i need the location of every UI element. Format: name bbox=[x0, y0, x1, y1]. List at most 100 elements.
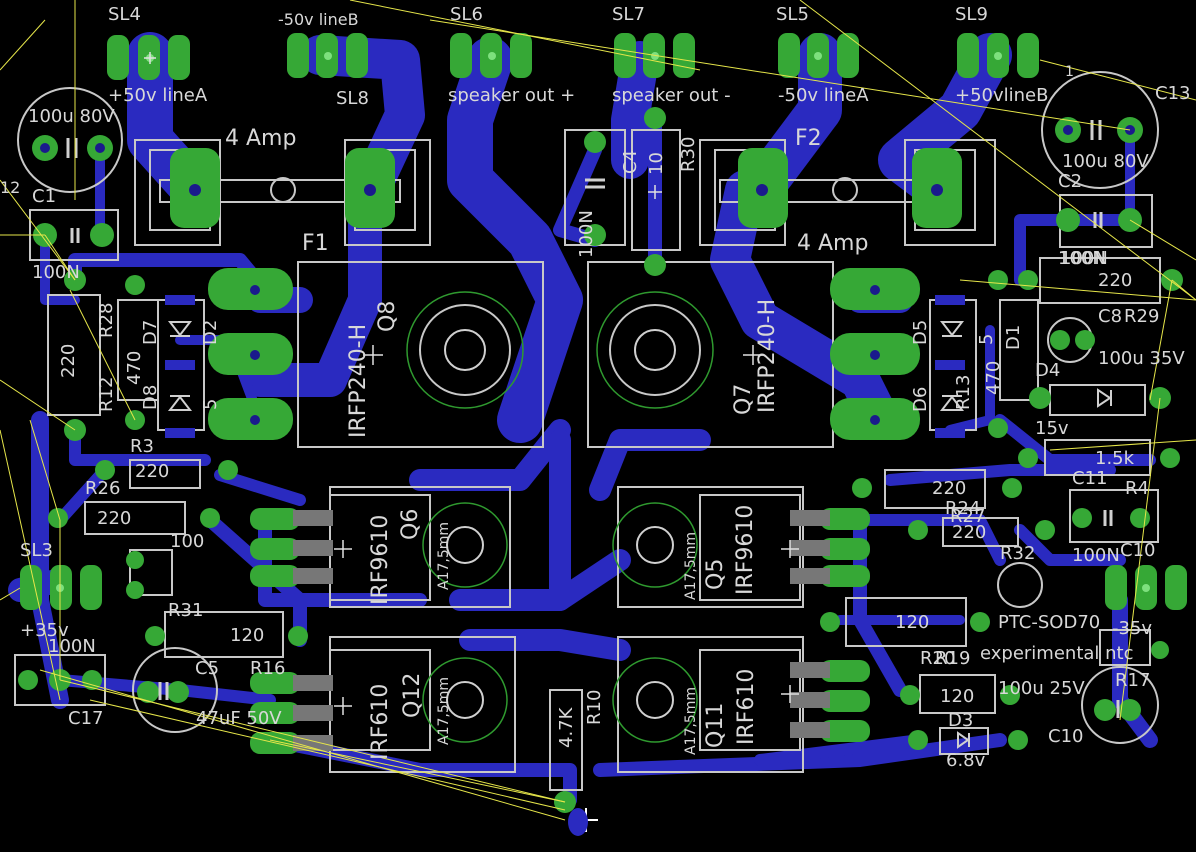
c2-value-label: 100N bbox=[1060, 248, 1108, 269]
net-12-label: 12 bbox=[0, 178, 21, 197]
d4-value-label: 15v bbox=[1035, 418, 1069, 439]
r29-label: R29 bbox=[1124, 306, 1160, 327]
c13-value-label: 100u 80V bbox=[1062, 151, 1149, 172]
c2-label: C2 bbox=[1058, 171, 1083, 192]
q6-heatsink-label: A17,5mm bbox=[436, 521, 452, 590]
r19-label: R19 bbox=[935, 648, 971, 669]
c5-label: C5 bbox=[195, 658, 220, 679]
r12-value-label: 220 bbox=[58, 343, 79, 378]
r-100-value-label: 100 bbox=[170, 531, 205, 552]
r4-label: R4 bbox=[1125, 478, 1149, 499]
f2-rating-label: 4 Amp bbox=[797, 231, 869, 256]
r24-label: R24 bbox=[945, 498, 981, 519]
r-120-right-value: 120 bbox=[895, 612, 930, 633]
c1-cap-value: 100N bbox=[32, 262, 80, 283]
q11-label: Q11 bbox=[703, 702, 728, 748]
r26-value-label: 220 bbox=[97, 508, 132, 529]
pad-lands bbox=[293, 510, 830, 751]
c17-label: C17 bbox=[68, 708, 104, 729]
sl6-label: SL6 bbox=[450, 4, 483, 25]
mounting-holes bbox=[444, 329, 676, 719]
q12-part-label: IRF610 bbox=[368, 683, 393, 760]
pos50a-label: +50v lineA bbox=[108, 85, 208, 106]
r16-label: R16 bbox=[250, 658, 286, 679]
c4-value-label: 10 bbox=[646, 152, 667, 175]
c8-label: C8 bbox=[1098, 306, 1123, 327]
component-marks bbox=[66, 120, 1120, 718]
d5-label: 5 bbox=[200, 398, 221, 410]
sl3-label: SL3 bbox=[20, 540, 53, 561]
q6-label: Q6 bbox=[398, 508, 423, 540]
r26-label: R26 bbox=[85, 478, 121, 499]
sl9-label: SL9 bbox=[955, 4, 988, 25]
q7-part-label: IRFP240-H bbox=[755, 298, 780, 413]
via bbox=[568, 808, 588, 836]
r13-value-label: 470 bbox=[983, 360, 1004, 395]
diode-symbols bbox=[167, 321, 1112, 749]
q5-label: Q5 bbox=[703, 558, 728, 590]
neg50b-label: -50v lineB bbox=[278, 10, 359, 29]
q8-label: Q8 bbox=[375, 300, 400, 332]
cross-marks bbox=[144, 52, 799, 715]
sl5-label: SL5 bbox=[776, 4, 809, 25]
pos50b-label: +50vlineB bbox=[955, 85, 1049, 106]
c10-top-label: C10 bbox=[1120, 540, 1156, 561]
r24-value-label: 220 bbox=[932, 478, 967, 499]
r27-value-label: 220 bbox=[952, 522, 987, 543]
d5-right-label: D5 bbox=[910, 319, 931, 345]
c-100n-center-label: 100N bbox=[576, 210, 597, 258]
d8-label: D8 bbox=[140, 384, 161, 410]
r19-value-label: 120 bbox=[940, 686, 975, 707]
r20-label: R20 bbox=[920, 648, 956, 669]
d2-label: D2 bbox=[200, 319, 221, 345]
d3-label: D3 bbox=[948, 710, 974, 731]
c17-value-label: 100N bbox=[48, 636, 96, 657]
q11-heatsink-label: A17,5mm bbox=[683, 686, 699, 755]
q7-label: Q7 bbox=[731, 383, 756, 415]
diode-bodies bbox=[165, 295, 965, 438]
ntc-label: experimental ntc bbox=[980, 643, 1134, 664]
airwires bbox=[0, 0, 1196, 821]
f1-label: F1 bbox=[302, 231, 329, 256]
d6-label: D6 bbox=[910, 386, 931, 412]
d3-value-label: 6.8v bbox=[946, 750, 986, 771]
r31-value-label: 120 bbox=[230, 625, 265, 646]
c5-value-label: 47uF 50V bbox=[196, 708, 282, 729]
c11-label: C11 bbox=[1072, 468, 1108, 489]
c10-value-label: 100u 25V bbox=[998, 678, 1085, 699]
r3-value-label: 220 bbox=[135, 461, 170, 482]
d4-label: D4 bbox=[1035, 360, 1061, 381]
q6-part-label: IRF9610 bbox=[368, 514, 393, 605]
c1-label: C1 bbox=[32, 186, 57, 207]
c1-value-label: 100u 80V bbox=[28, 106, 115, 127]
r10-value-label: 4.7K bbox=[556, 707, 577, 748]
d1-side-label: 5 bbox=[976, 333, 997, 345]
q8-part-label: IRFP240-H bbox=[346, 323, 371, 438]
neg35-label: -35v bbox=[1112, 618, 1153, 639]
q12-label: Q12 bbox=[400, 672, 425, 718]
c11-value-label: 100N bbox=[1072, 545, 1120, 566]
pad-drills bbox=[40, 125, 1135, 425]
speaker-out-neg-label: speaker out - bbox=[612, 85, 731, 106]
r31-label: R31 bbox=[168, 600, 204, 621]
r12-label: R12 bbox=[96, 376, 117, 412]
r27-label: R27 bbox=[950, 506, 986, 527]
q11-part-label: IRF610 bbox=[734, 668, 759, 745]
r-1k5-value-label: 1.5k bbox=[1095, 448, 1135, 469]
sl4-label: SL4 bbox=[108, 4, 141, 25]
c10-label: C10 bbox=[1048, 726, 1084, 747]
c13-label: C13 bbox=[1155, 83, 1191, 104]
r30-label: R30 bbox=[678, 136, 699, 172]
r10-label: R10 bbox=[584, 689, 605, 725]
neg50a-label: -50v lineA bbox=[778, 85, 869, 106]
r28-label: R28 bbox=[96, 302, 117, 338]
f1-rating-label: 4 Amp bbox=[225, 126, 297, 151]
heatsink-rings bbox=[406, 291, 714, 743]
d7-label: D7 bbox=[140, 319, 161, 345]
c4-label: C4 bbox=[620, 149, 641, 174]
sl7-label: SL7 bbox=[612, 4, 645, 25]
r29-value-label: 220 bbox=[1098, 270, 1133, 291]
pos35-label: +35v bbox=[20, 620, 69, 641]
pin1-label: 1 bbox=[1065, 64, 1074, 80]
